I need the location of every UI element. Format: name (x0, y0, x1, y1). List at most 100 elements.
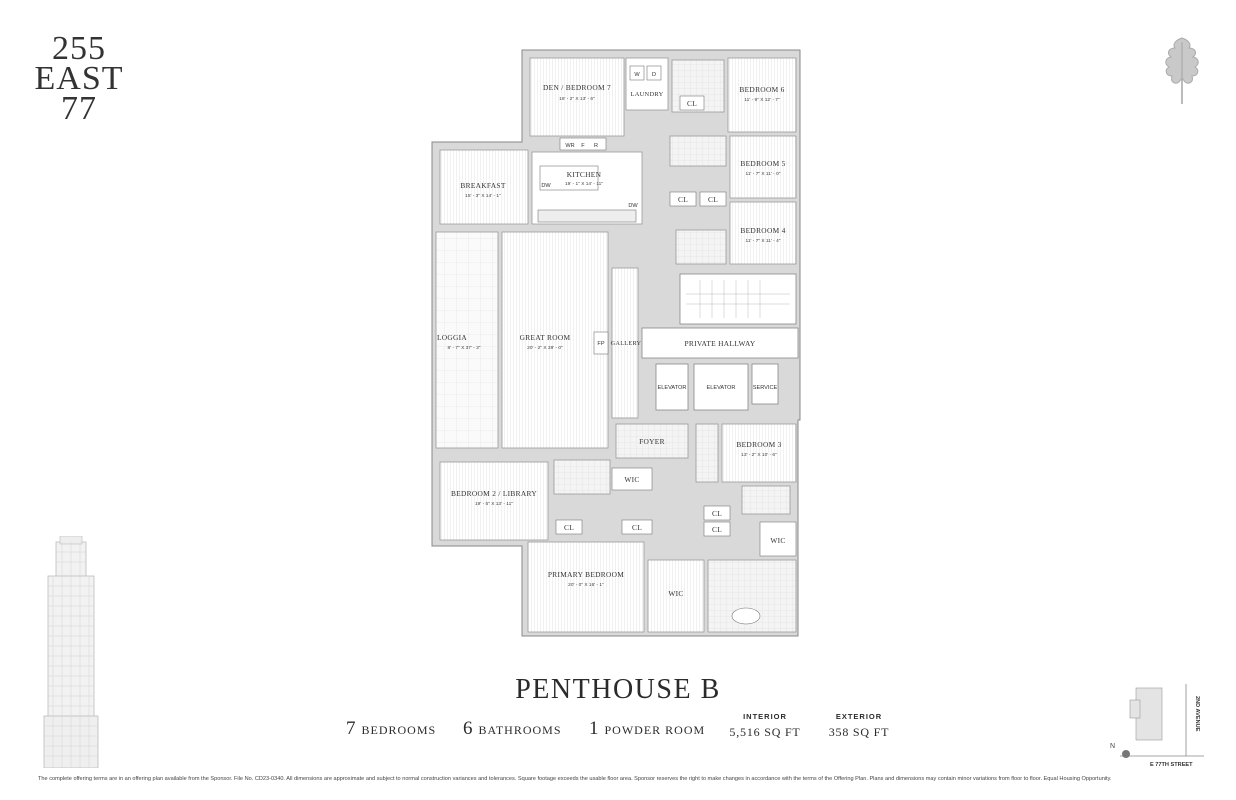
bathroom-2 (669, 135, 727, 167)
closet-3-label: CL (708, 195, 718, 204)
private-hallway (641, 327, 799, 359)
foyer (615, 423, 689, 459)
closet-7-label: CL (712, 525, 722, 534)
bedrooms-count: 7 (346, 718, 356, 739)
laundry-label: LAUNDRY (631, 91, 664, 98)
interior-caption: INTERIOR (743, 712, 787, 721)
service-label: SERVICE (753, 385, 778, 391)
stairwell (679, 273, 797, 325)
bedrooms-label: BEDROOMS (361, 723, 437, 737)
north-label: N (1110, 743, 1115, 750)
bedroom-5-label: BEDROOM 5 (740, 159, 785, 168)
dryer-label: D (652, 72, 656, 78)
breakfast-room (439, 149, 529, 225)
bathrooms-label: BATHROOMS (478, 723, 562, 737)
closet-5-label: CL (632, 523, 642, 532)
gallery (611, 267, 639, 419)
bedroom-4-dim: 11' - 7" X 11' - 4" (746, 238, 781, 244)
bedroom-3 (721, 423, 797, 483)
range-label: R (594, 143, 598, 149)
brand-line-1: 255 (52, 30, 106, 67)
den-bedroom-7-dim: 16' - 2" X 13' - 6" (559, 96, 595, 102)
wic-3-label: WIC (668, 589, 683, 598)
elevator-2-label: ELEVATOR (707, 385, 736, 391)
washer-label: W (634, 72, 640, 78)
primary-bedroom-label: PRIMARY BEDROOM (548, 570, 624, 579)
exterior-caption: EXTERIOR (835, 712, 883, 721)
bedroom-3-label: BEDROOM 3 (736, 440, 781, 449)
dishwasher-1-label: DW (541, 183, 551, 189)
breakfast-dim: 15' - 3" X 14' - 1" (465, 193, 501, 199)
brand-line-2: EAST (34, 60, 124, 97)
elevator-2 (693, 363, 749, 411)
interior-value: 5,516 SQ FT (729, 725, 801, 739)
powder-room-label: POWDER ROOM (604, 723, 706, 737)
loggia-dim: 8' - 7" X 37' - 3" (448, 345, 481, 351)
loggia (435, 231, 499, 449)
oak-leaf-icon (1165, 37, 1199, 104)
north-arrow-icon (1122, 750, 1130, 758)
den-bedroom-7-label: DEN / BEDROOM 7 (543, 83, 611, 92)
closet-1-label: CL (687, 99, 697, 108)
primary-bedroom (527, 541, 645, 633)
bedroom-6-dim: 11' - 9" X 12' - 7" (744, 97, 780, 103)
street-label: E 77TH STREET (1150, 762, 1193, 768)
primary-bedroom-dim: 20' - 0" X 16' - 1" (568, 582, 604, 588)
exterior-area: EXTERIOR 358 SQ FT (818, 712, 900, 740)
bedrooms-stat: 7 BEDROOMS (346, 718, 436, 740)
bedroom-2-library (439, 461, 549, 541)
exterior-value: 358 SQ FT (828, 725, 890, 739)
unit-title: PENTHOUSE B (515, 674, 721, 705)
loggia-label: LOGGIA (437, 333, 467, 342)
great-room-label: GREAT ROOM (520, 333, 571, 342)
breakfast-label: BREAKFAST (460, 181, 505, 190)
kitchen-dim: 19' - 1" X 14' - 11" (565, 181, 603, 187)
wic-1-label: WIC (624, 475, 639, 484)
bathrooms-stat: 6 BATHROOMS (463, 718, 562, 740)
great-room (501, 231, 609, 449)
interior-area: INTERIOR 5,516 SQ FT (724, 712, 806, 740)
building-elevation-icon (43, 536, 99, 768)
closet-4-label: CL (564, 523, 574, 532)
bathrooms-count: 6 (463, 718, 473, 739)
foyer-label: FOYER (639, 437, 665, 446)
bedroom-6 (727, 57, 797, 133)
elevator-1 (655, 363, 689, 411)
great-room-dim: 20' - 2" X 39' - 0" (527, 345, 563, 351)
fridge-label: F (581, 143, 585, 149)
floor-plan: DEN / BEDROOM 7 16' - 2" X 13' - 6" W D … (431, 49, 801, 637)
brand-logo: 255 EAST 77 (34, 30, 124, 127)
bedroom-6-label: BEDROOM 6 (739, 85, 784, 94)
bathroom-3 (675, 229, 727, 265)
wine-fridge-label: WR (565, 143, 574, 149)
bedroom-4-label: BEDROOM 4 (740, 226, 785, 235)
unit-stats: 7 BEDROOMS 6 BATHROOMS 1 POWDER ROOM INTERI… (0, 712, 1236, 752)
closet-6-label: CL (712, 509, 722, 518)
private-hallway-label: PRIVATE HALLWAY (684, 339, 755, 348)
site-map: N E 77TH STREET 2ND AVENUE (1110, 684, 1204, 768)
service-room (751, 363, 779, 405)
bedroom-5 (729, 135, 797, 199)
elevator-1-label: ELEVATOR (658, 385, 687, 391)
bedroom-3-dim: 13' - 2" X 10' - 6" (741, 452, 777, 458)
bathroom-4 (695, 423, 719, 483)
dishwasher-2-label: DW (628, 203, 638, 209)
legal-disclaimer: The complete offering terms are in an of… (38, 776, 1112, 782)
brand-line-3: 77 (61, 90, 97, 127)
wic-2-label: WIC (770, 536, 785, 545)
bedroom-5-dim: 11' - 7" X 11' - 0" (746, 171, 781, 177)
closet-2-label: CL (678, 195, 688, 204)
bathroom-6 (553, 459, 611, 495)
bedroom-2-library-label: BEDROOM 2 / LIBRARY (451, 489, 537, 498)
powder-room-count: 1 (589, 718, 599, 739)
bedroom-4 (729, 201, 797, 265)
primary-wic (647, 559, 705, 633)
fireplace-label: FP (597, 341, 604, 347)
gallery-label: GALLERY (611, 340, 642, 347)
bedroom-2-library-dim: 19' - 5" X 13' - 11" (475, 501, 513, 507)
powder-room-stat: 1 POWDER ROOM (589, 718, 705, 740)
avenue-label: 2ND AVENUE (1194, 696, 1200, 732)
kitchen-label: KITCHEN (567, 170, 602, 179)
den-bedroom-7 (529, 57, 625, 137)
bathroom-5 (741, 485, 791, 515)
